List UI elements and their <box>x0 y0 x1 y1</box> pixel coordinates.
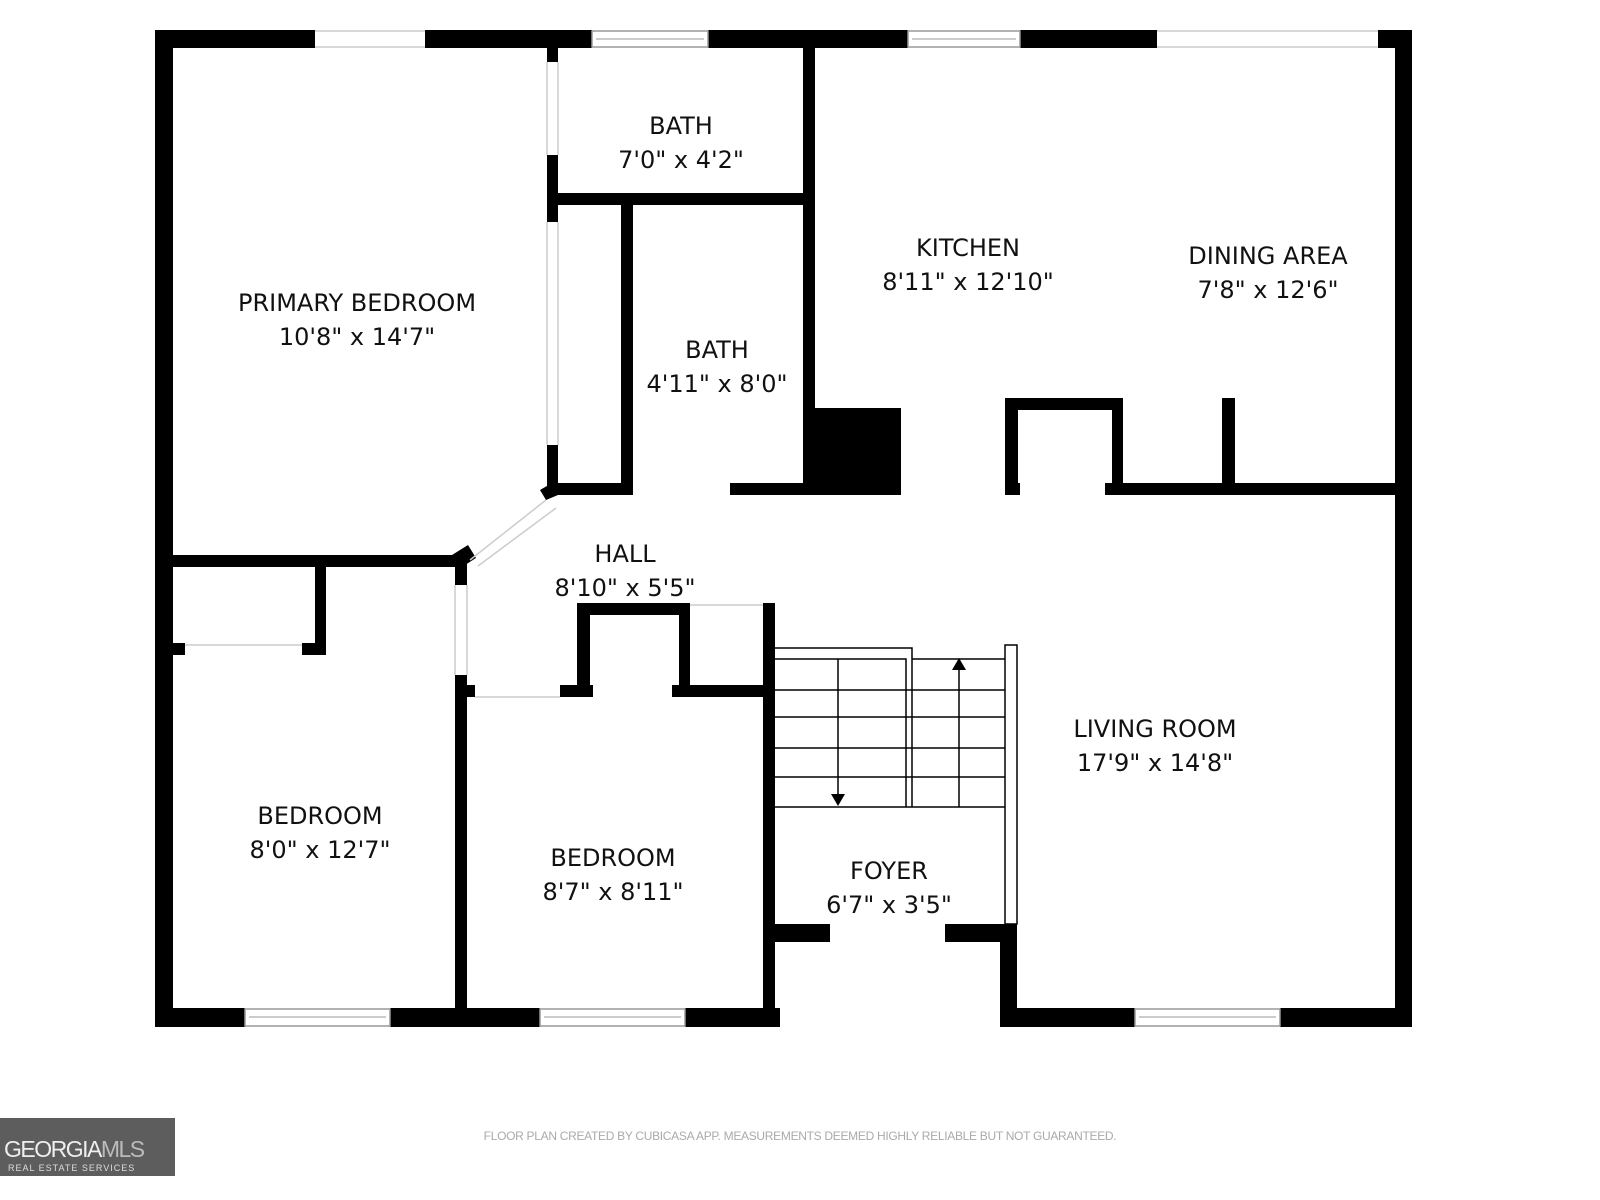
room-name-bath-2: BATH <box>685 336 749 364</box>
footer-disclaimer: FLOOR PLAN CREATED BY CUBICASA APP. MEAS… <box>483 1129 1117 1143</box>
room-size-hall: 8'10" x 5'5" <box>554 574 695 602</box>
room-size-kitchen: 8'11" x 12'10" <box>882 268 1054 296</box>
walls <box>155 30 1412 1027</box>
room-size-foyer: 6'7" x 3'5" <box>826 891 952 919</box>
georgia-mls-logo: GEORGIAMLS REAL ESTATE SERVICES <box>0 1118 175 1176</box>
room-size-bath-1: 7'0" x 4'2" <box>618 146 744 174</box>
room-name-foyer: FOYER <box>850 857 928 885</box>
room-name-dining-area: DINING AREA <box>1188 242 1348 270</box>
stair-down-arrow-icon <box>831 794 845 806</box>
room-name-living-room: LIVING ROOM <box>1073 715 1236 743</box>
stair-railing <box>1004 644 1018 925</box>
room-size-living-room: 17'9" x 14'8" <box>1077 749 1233 777</box>
room-size-dining-area: 7'8" x 12'6" <box>1197 276 1338 304</box>
stair-up-arrow-icon <box>952 658 966 670</box>
doorways <box>185 30 1378 698</box>
room-name-bedroom-1: BEDROOM <box>257 802 382 830</box>
staircase <box>775 644 1018 925</box>
room-name-bath-1: BATH <box>649 112 713 140</box>
room-size-primary-bedroom: 10'8" x 14'7" <box>279 323 435 351</box>
logo-main-text: GEORGIA <box>4 1136 102 1162</box>
room-labels: PRIMARY BEDROOM 10'8" x 14'7" BATH 7'0" … <box>238 112 1348 919</box>
room-name-primary-bedroom: PRIMARY BEDROOM <box>238 289 476 317</box>
logo-wordmark: GEORGIAMLS <box>4 1136 145 1163</box>
room-name-kitchen: KITCHEN <box>916 234 1020 262</box>
logo-tagline: REAL ESTATE SERVICES <box>8 1163 136 1173</box>
room-size-bedroom-2: 8'7" x 8'11" <box>542 878 683 906</box>
room-size-bath-2: 4'11" x 8'0" <box>646 370 787 398</box>
windows <box>244 30 1281 1027</box>
room-name-hall: HALL <box>594 540 656 568</box>
room-size-bedroom-1: 8'0" x 12'7" <box>249 836 390 864</box>
room-name-bedroom-2: BEDROOM <box>550 844 675 872</box>
logo-accent-text: MLS <box>100 1136 145 1162</box>
